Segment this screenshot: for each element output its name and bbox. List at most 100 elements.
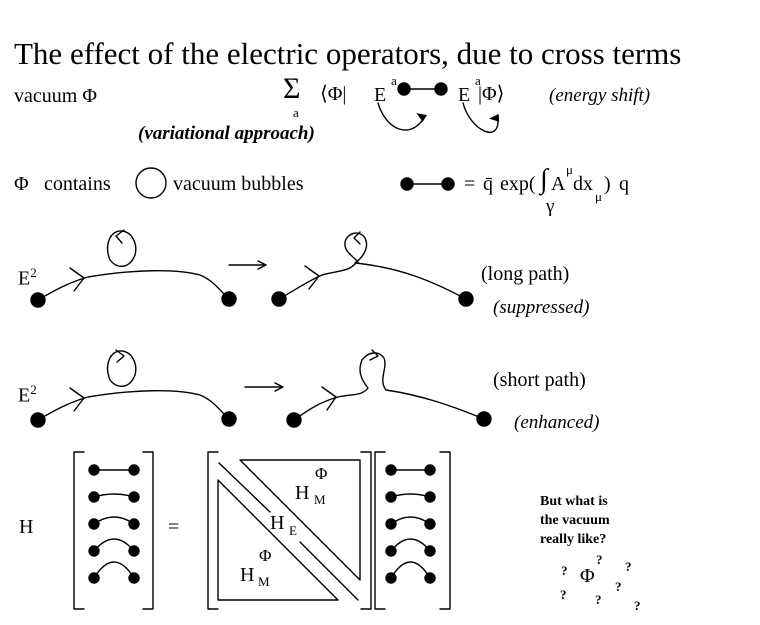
vector-state [385,538,436,557]
sum-symbol: Σ [283,72,301,105]
left-state-vector [73,451,154,610]
right-bracket [142,451,154,610]
path-gamma: γ [546,196,555,217]
integral-symbol: ∫ [540,164,548,195]
antiquark-dot [424,464,436,476]
vacuum-question: But what is the vacuum really like? [540,492,610,549]
flux-string [390,538,431,552]
antiquark-dot [441,177,455,191]
diagonal-band-line [218,462,271,513]
vector-state [385,516,436,530]
qbar-symbol: q̄ [483,173,493,195]
antiquark-dot [221,411,237,427]
flux-string [93,538,135,552]
e-exponent: 2 [30,265,37,280]
diagonal-band-line [299,541,359,601]
flux-string [390,493,431,498]
long-path-before [30,229,237,308]
a-field-index: μ [566,162,573,177]
flux-direction-arrow [69,387,85,412]
flux-string [390,561,431,579]
antiquark-dot [476,411,492,427]
e-exponent: 2 [30,382,37,397]
sum-index: a [293,105,299,120]
quark-dot [88,464,100,476]
operator-e-left: E [374,84,387,106]
bubble-direction-arrow [115,229,125,244]
vector-state [88,538,140,557]
phi-symbol-row2: Φ [14,173,29,195]
vacuum-word: vacuum [14,85,78,107]
operator-e-right-index: a [475,73,481,88]
left-bracket [207,451,219,610]
upper-block-phi: Φ [315,464,328,483]
long-path-after [271,231,474,307]
vacuum-bubble-icon [135,167,167,199]
flux-string [93,493,135,498]
left-vector-states [88,464,140,584]
transition-arrow-long [228,260,267,270]
energy-shift-note: (energy shift) [549,85,651,106]
quark-dot [88,545,100,557]
long-path-label: (long path) [481,263,570,285]
quark-dot [385,518,397,530]
quark-dot [400,177,414,191]
quark-dot [30,412,46,428]
enhanced-label: (enhanced) [514,412,600,433]
quark-dot [385,545,397,557]
flux-direction-arrow [69,267,85,292]
vector-state [88,491,140,503]
upper-block-m: M [314,492,326,507]
quark-dot [88,491,100,503]
diag-block-e: E [289,523,297,538]
quark-dot [30,292,46,308]
flux-string [93,516,135,525]
contains-label: contains [44,173,111,195]
quark-dot [385,572,397,584]
antiquark-dot [424,572,436,584]
lower-block-h: H [240,564,255,586]
antiquark-dot [128,491,140,503]
antiquark-dot [128,572,140,584]
vacuum-bubble [106,230,137,267]
action-arrow-right [462,102,500,133]
bubble-direction-arrow [369,349,379,361]
right-bracket [439,451,451,610]
operator-e-right: E [458,84,471,106]
question-mark: ? [625,559,632,574]
equals-sign: = [464,173,476,195]
flux-string [93,561,135,579]
antiquark-dot [458,291,474,307]
lower-triangle-block [217,479,339,601]
right-bracket [360,451,372,610]
vector-state [88,516,140,530]
antiquark-dot [424,545,436,557]
flux-line [37,389,230,421]
vacuum-bubble [106,350,137,387]
vacuum-bubble [344,232,368,264]
question-line: the vacuum [540,513,610,528]
e-squared-long: E2 [18,266,37,289]
antiquark-dot [434,82,448,96]
right-state-vector [374,451,451,610]
quark-dot [88,572,100,584]
link-symbol-row1 [397,82,448,96]
antiquark-dot [221,291,237,307]
vector-state [385,491,436,503]
flux-line [293,352,485,421]
a-field: A [551,173,566,195]
vector-state [88,464,140,476]
flux-line [278,262,465,300]
flux-line [37,269,230,301]
lower-block-m: M [258,574,270,589]
quark-dot [271,291,287,307]
upper-triangle-block [239,459,361,581]
transition-arrow-short [244,382,284,392]
short-path-before [30,349,237,428]
lower-block-phi: Φ [259,546,272,565]
e-letter: E [18,384,31,407]
question-mark: ? [615,579,622,594]
quark-dot [286,412,302,428]
quark-dot [88,518,100,530]
